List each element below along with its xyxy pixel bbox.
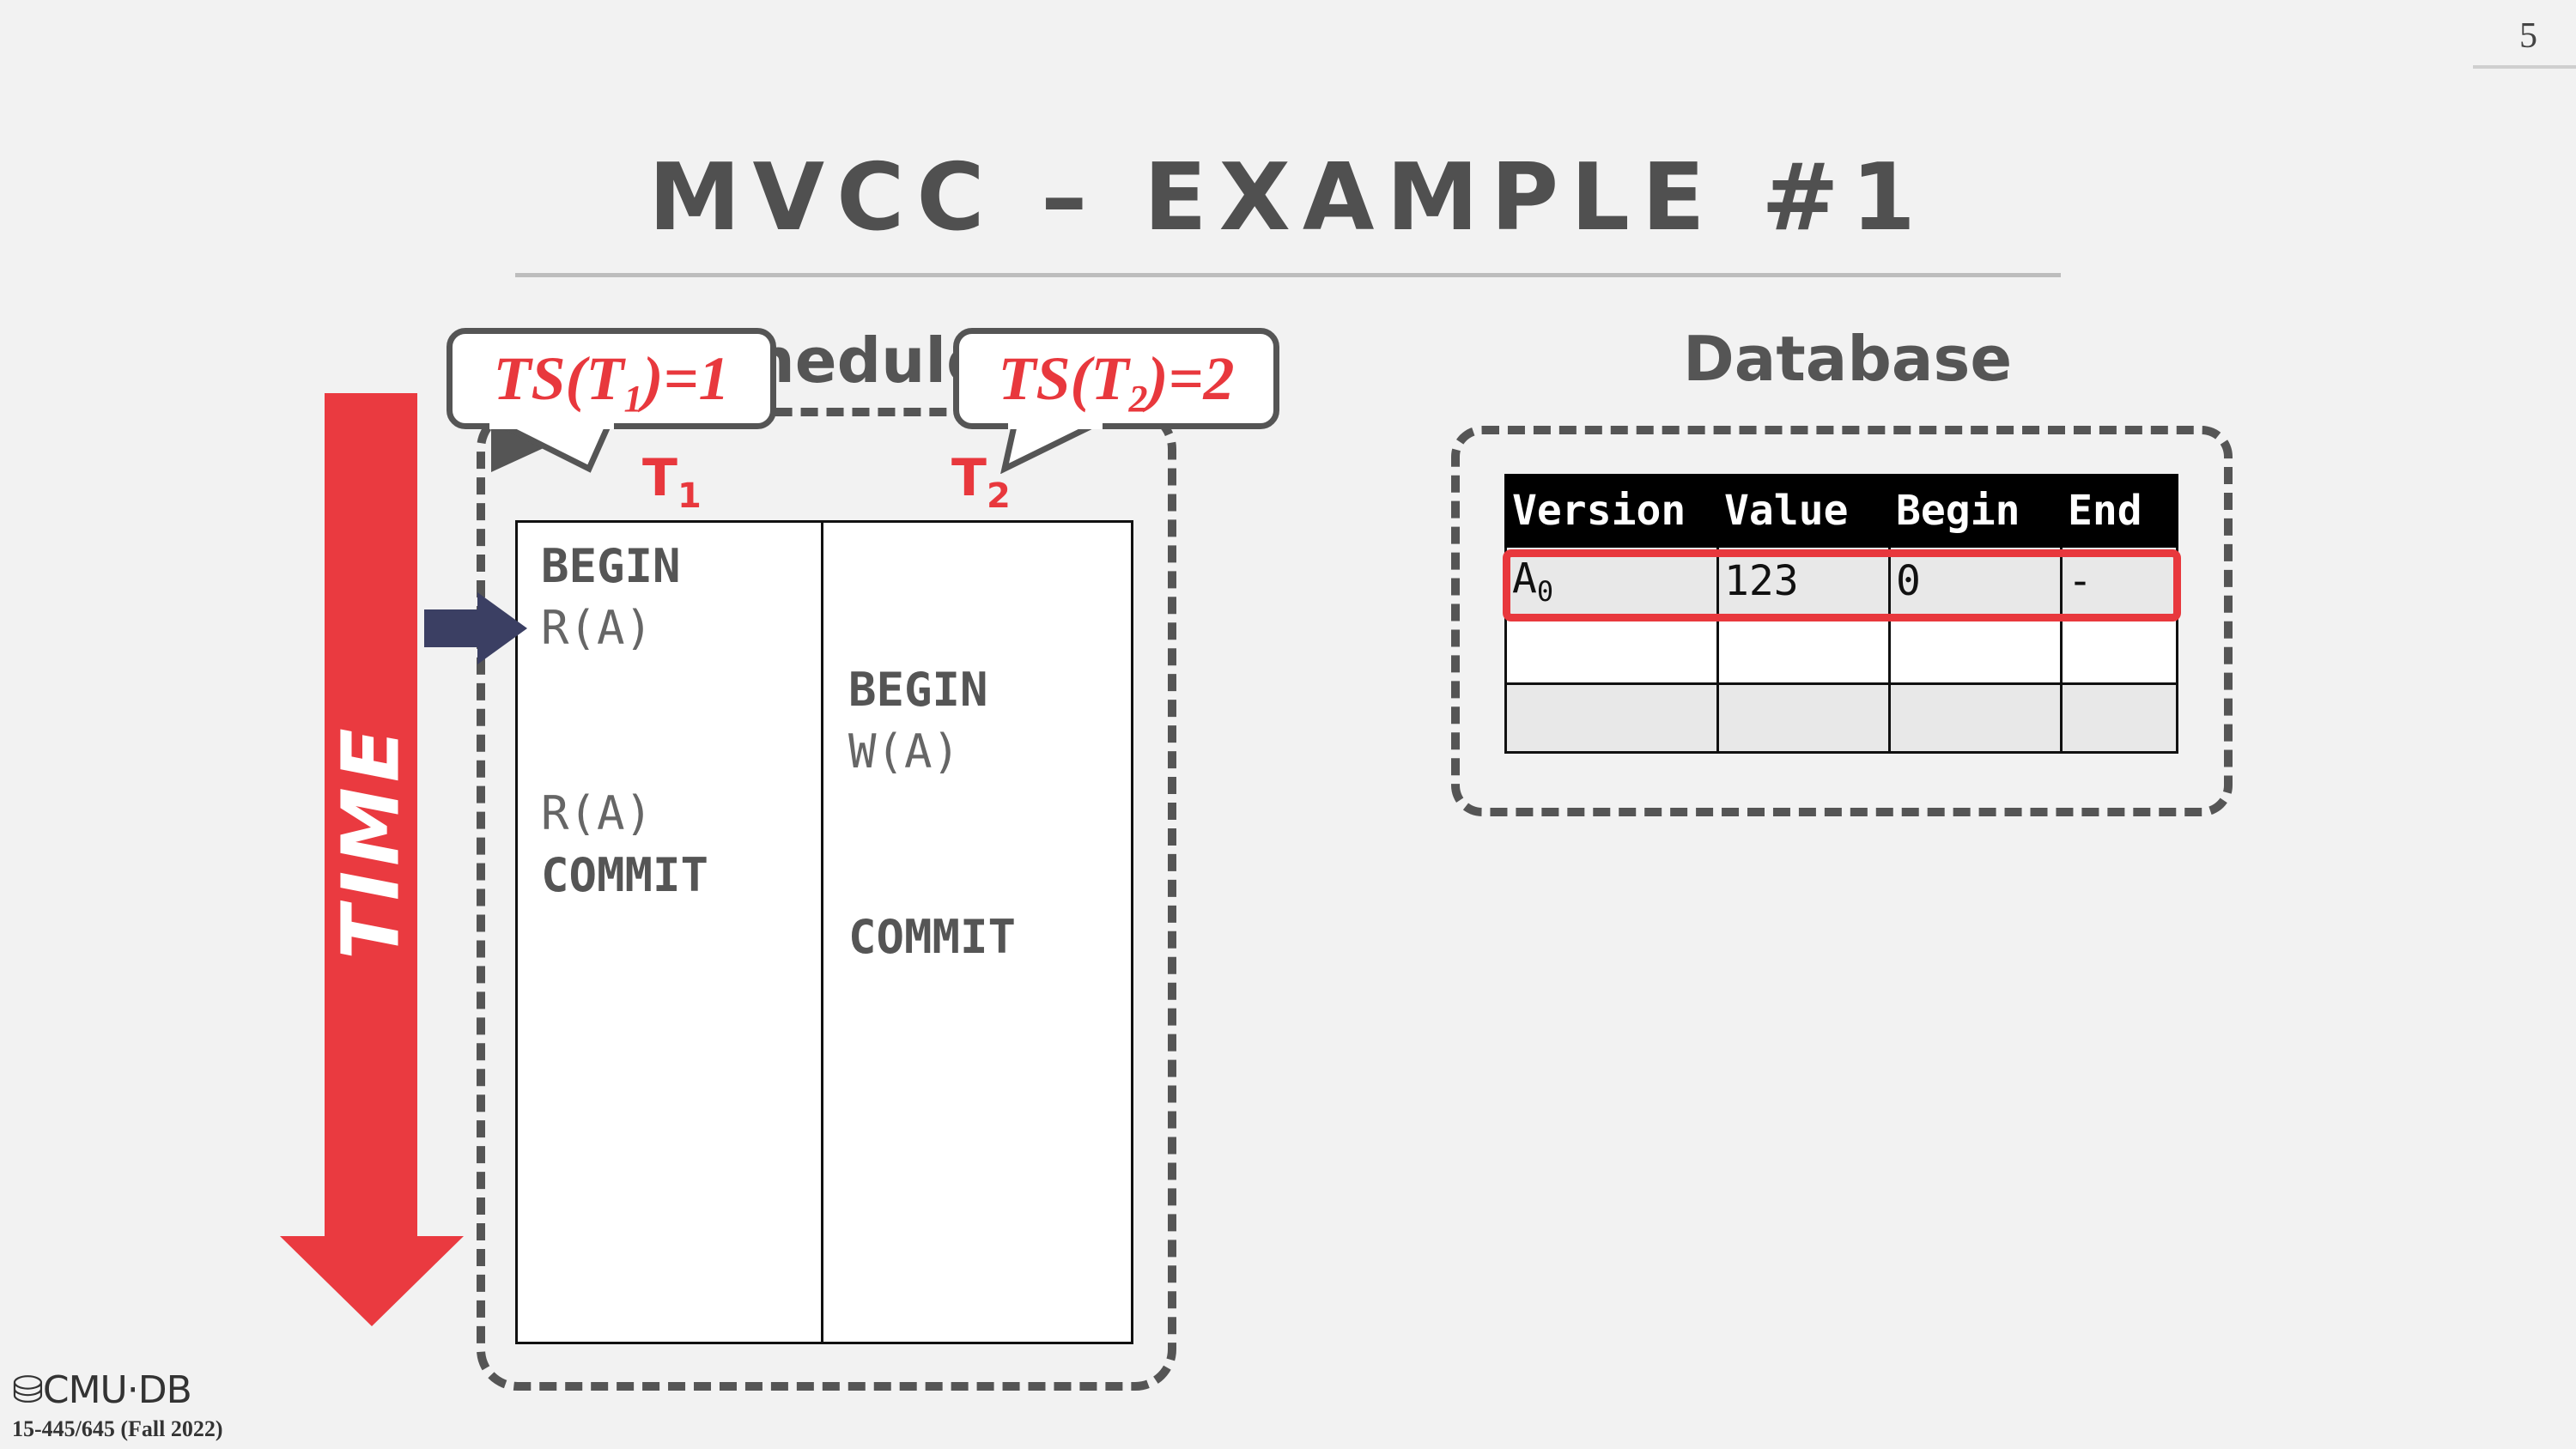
t1-op-read: R(A) [541,601,653,655]
t1-op-commit: COMMIT [541,848,709,902]
cell-version [1504,682,1719,754]
table-header-row: Version Value Begin End [1504,474,2178,548]
column-header-begin: Begin [1888,474,2063,548]
ts2-callout: TS(T2)=2 [953,328,1279,429]
page-number: 5 [2519,16,2537,56]
page-number-rule [2473,65,2576,69]
current-step-arrow-shaft [424,609,481,647]
course-label: 15-445/645 (Fall 2022) [12,1416,223,1441]
cell-begin [1888,682,2063,754]
cell-value [1716,614,1891,685]
current-step-arrow-icon [477,592,527,664]
cell-begin [1888,614,2063,685]
version-table: Version Value Begin End A0 123 0 - [1504,474,2178,754]
ts2-callout-pointer-icon [1000,422,1103,474]
title-underline [515,273,2061,277]
database-heading: Database [1683,323,2013,395]
column-header-version: Version [1504,474,1719,548]
table-row [1504,614,2178,685]
t1-op-read-2: R(A) [541,786,653,840]
t2-op-write: W(A) [848,724,961,779]
slide-title: MVCC – EXAMPLE #1 [648,144,1928,252]
ts1-callout-pointer-icon [489,422,614,473]
schedule-grid [515,520,1133,1344]
time-arrow-head-icon [280,1236,464,1326]
database-frame [1451,426,2233,816]
cell-end [2060,682,2178,754]
cell-version [1504,614,1719,685]
t2-column-header: T2 [951,448,1011,516]
schedule-column-divider [821,520,823,1344]
time-label: TIME [325,723,417,960]
t2-op-begin: BEGIN [848,663,988,717]
table-row: A0 123 0 - [1504,545,2178,616]
cell-value [1716,682,1891,754]
t1-column-header: T1 [642,448,702,516]
table-row [1504,682,2178,754]
column-header-end: End [2060,474,2178,548]
t1-op-begin: BEGIN [541,539,681,593]
schedule-frame [477,408,1176,1391]
row-highlight-box [1503,549,2181,621]
cmu-db-logo: ⛁CMU·DB [12,1368,192,1412]
time-arrow-shaft [325,393,417,1240]
cell-end [2060,614,2178,685]
t2-op-commit: COMMIT [848,910,1017,964]
ts1-callout: TS(T1)=1 [447,328,776,429]
database-icon: ⛁ [12,1368,44,1412]
column-header-value: Value [1716,474,1891,548]
